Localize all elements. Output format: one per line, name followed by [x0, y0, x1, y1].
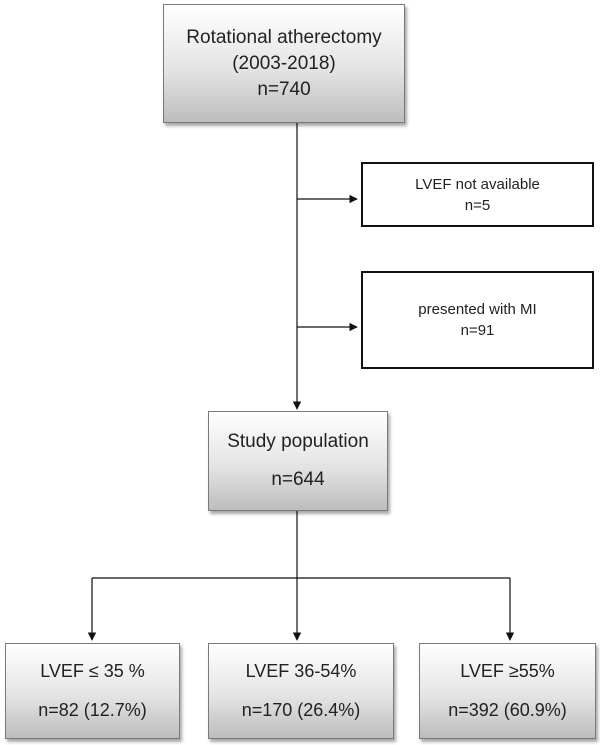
- group-label: LVEF ≤ 35 %: [40, 661, 145, 681]
- study-population-box: Study population n=644: [208, 411, 388, 511]
- study-population-count: n=644: [271, 469, 325, 490]
- group-count: n=170 (26.4%): [241, 700, 361, 720]
- study-population-label: Study population: [227, 431, 369, 452]
- exclusion-count: n=5: [464, 196, 491, 214]
- exclusion-box-lvef-not-available: LVEF not available n=5: [361, 162, 594, 227]
- top-box-line1: Rotational atherectomy: [186, 26, 382, 48]
- exclusion-count: n=91: [460, 322, 495, 339]
- group-label: LVEF 36-54%: [245, 661, 357, 681]
- top-box-line2: (2003-2018): [232, 52, 336, 74]
- top-box-line3: n=740: [257, 78, 311, 100]
- group-count: n=82 (12.7%): [38, 700, 147, 720]
- group-box-lvef-mid: LVEF 36-54% n=170 (26.4%): [208, 643, 394, 739]
- rotational-atherectomy-box: Rotational atherectomy (2003-2018) n=740: [163, 4, 405, 123]
- exclusion-box-presented-with-mi: presented with MI n=91: [361, 271, 594, 369]
- group-box-lvef-low: LVEF ≤ 35 % n=82 (12.7%): [5, 643, 180, 739]
- exclusion-label: presented with MI: [418, 301, 537, 318]
- group-label: LVEF ≥55%: [460, 661, 555, 681]
- group-count: n=392 (60.9%): [448, 700, 567, 720]
- group-box-lvef-high: LVEF ≥55% n=392 (60.9%): [419, 643, 596, 739]
- exclusion-label: LVEF not available: [415, 175, 540, 193]
